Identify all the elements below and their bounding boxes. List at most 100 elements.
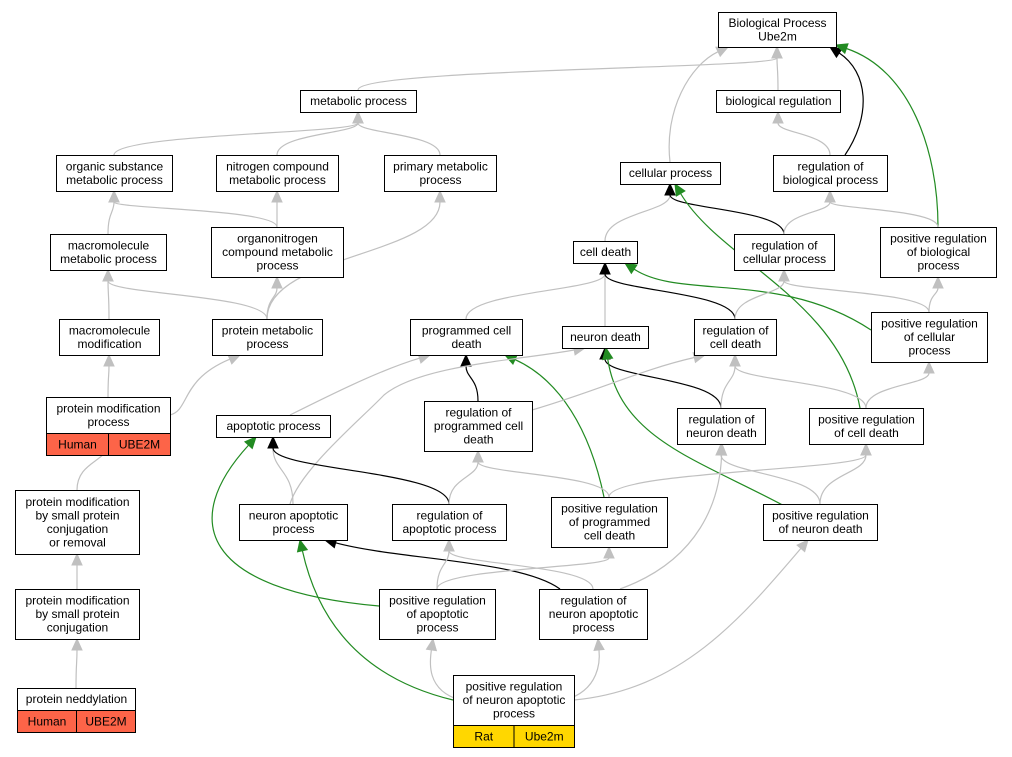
node-celldeath[interactable]: cell death [573,241,638,264]
edge-protmodsmallconj-to-protmodsmall [71,552,83,590]
edge-arrowhead [603,545,615,559]
node-box [384,155,497,192]
edge-arrowhead [472,449,484,463]
node-box [871,312,988,363]
node-box [763,504,878,541]
edge-posregcelldeath-to-posregcell [865,360,935,409]
node-label-line: protein metabolic [222,323,313,337]
edge-line [838,52,864,156]
node-label-line: regulation of [751,238,818,252]
edge-line [448,550,594,590]
edge-arrowhead [824,189,836,203]
edge-posregneurondeath-to-regneurondeath [715,442,821,505]
node-metabolic[interactable]: metabolic process [300,90,417,113]
edge-line [633,268,872,331]
edge-line [477,461,610,498]
edge-arrowhead [715,442,727,456]
node-label-line: positive regulation [466,680,563,694]
edge-arrowhead [434,189,446,203]
node-label-line: process [419,173,461,187]
node-label-line: regulation of [702,323,769,337]
edge-line [107,280,110,320]
edge-regpcd-to-regcelldeath [531,351,707,411]
edge-posregneuronapop-to-posregneurondeath [573,539,809,701]
node-box [453,675,575,726]
node-cellular[interactable]: cellular process [620,162,721,185]
node-label-line: programmed cell [422,323,511,337]
node-label-line: metabolic process [60,252,157,266]
edge-line [604,358,722,409]
node-label-line: biological regulation [725,94,831,108]
edge-arrowhead [460,353,472,367]
node-neurondeath[interactable]: neuron death [562,326,649,349]
annotation-cell-text: Ube2m [525,730,564,744]
node-label-line: positive regulation [881,317,978,331]
edge-line [734,280,785,320]
edge-posregapop-to-apoptotic [211,436,380,607]
edge-line [783,280,930,313]
annotation-cell-text: Rat [474,730,493,744]
edge-arrowhead [425,637,438,652]
edge-line [357,57,778,91]
edge-arrowhead [729,353,741,367]
node-box [809,408,924,445]
node-box [773,155,888,192]
edge-line [113,122,359,156]
edge-posregpcd-to-posregcelldeath [608,442,872,498]
edge-protmet-to-macromet [102,268,268,320]
edge-celldeath-to-cellular [604,182,676,242]
edge-posregneurondeath-to-neurondeath [602,346,791,510]
node-label-line: organic substance [66,159,164,173]
edge-arrowhead [602,346,614,361]
node-box [734,234,835,271]
edge-line [680,193,861,409]
node-box [216,415,331,438]
node-apoptotic[interactable]: apoptotic process [216,415,331,438]
node-box [15,490,140,555]
annotation-cell-box [108,433,171,456]
edge-line [436,557,610,590]
edge-posregcelldeath-to-regcelldeath [729,353,867,409]
node-label-line: Biological Process [728,16,826,30]
node-box [59,319,160,356]
edge-line [107,280,268,320]
edge-protmet-to-primary [266,189,446,320]
node-box [56,155,173,192]
edge-bioreg-to-bp [771,45,783,91]
node-label-line: protein neddylation [26,692,127,706]
node-label-line: protein modification [25,594,129,608]
node-box [239,504,348,541]
node-box [379,589,496,640]
edge-line [928,287,939,313]
node-bioreg[interactable]: biological regulation [716,90,841,113]
edge-arrowhead [715,46,730,58]
